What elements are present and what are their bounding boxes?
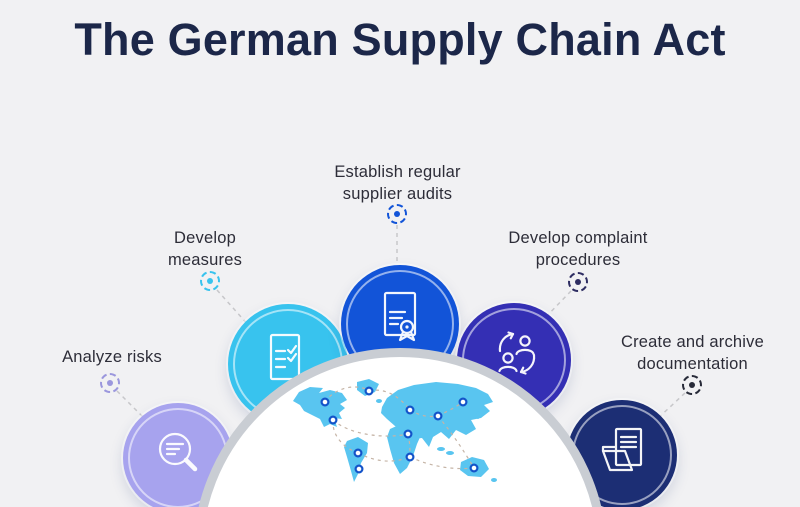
connector-archive: [654, 392, 686, 422]
connector-measures: [216, 289, 251, 328]
map-continents: [293, 379, 497, 482]
connector-analyze: [116, 390, 151, 425]
world-map: [293, 379, 497, 482]
connector-complaint: [539, 290, 572, 324]
page-title: The German Supply Chain Act: [74, 14, 726, 65]
